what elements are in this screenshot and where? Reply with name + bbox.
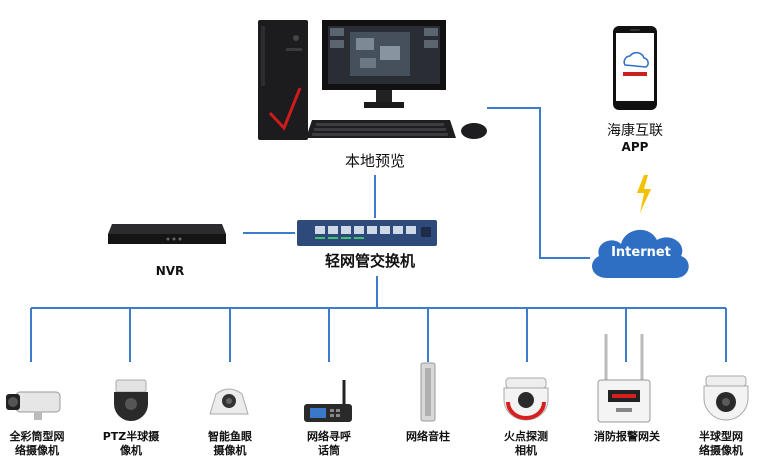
column-speaker-icon bbox=[420, 362, 436, 422]
switch-label: 轻网管交换机 bbox=[324, 252, 415, 270]
internet-label: Internet bbox=[611, 245, 671, 260]
nvr-recorder-icon bbox=[108, 224, 226, 244]
paging-microphone-icon bbox=[304, 380, 352, 422]
device-label-dome-camera: 半球型网 络摄像机 bbox=[699, 430, 743, 457]
pc-tower-icon bbox=[258, 20, 308, 140]
mouse-icon bbox=[461, 123, 487, 139]
lightning-bolt-icon bbox=[637, 175, 651, 213]
device-label-ptz-camera: PTZ半球摄 像机 bbox=[102, 430, 160, 457]
keyboard-icon bbox=[306, 120, 456, 138]
monitor-icon bbox=[322, 20, 446, 108]
app-label-en: APP bbox=[621, 140, 649, 154]
pc-workstation bbox=[250, 18, 490, 148]
device-label-bullet-camera: 全彩筒型网 络摄像机 bbox=[9, 430, 65, 457]
bullet-camera-icon bbox=[6, 391, 61, 420]
smartphone-icon bbox=[613, 26, 657, 110]
device-label-fire-alarm-gateway: 消防报警网关 bbox=[594, 430, 660, 443]
pc-label: 本地预览 bbox=[344, 152, 405, 170]
fire-alarm-gateway-icon bbox=[597, 334, 651, 423]
nvr-label: NVR bbox=[155, 264, 185, 278]
device-label-paging-microphone: 网络寻呼 话筒 bbox=[307, 430, 351, 457]
network-switch-icon bbox=[297, 220, 437, 246]
device-label-fire-detection-camera: 火点探测 相机 bbox=[504, 430, 548, 457]
dome-camera-icon bbox=[703, 375, 749, 421]
device-label-fisheye-camera: 智能鱼眼 摄像机 bbox=[208, 430, 252, 457]
device-label-column-speaker: 网络音柱 bbox=[406, 430, 450, 443]
internet-cloud-icon bbox=[592, 229, 689, 278]
fisheye-camera-icon bbox=[209, 388, 249, 415]
app-label-cn: 海康互联 bbox=[607, 123, 663, 139]
ptz-dome-camera-icon bbox=[114, 379, 148, 421]
fire-detection-camera-icon bbox=[503, 377, 549, 421]
